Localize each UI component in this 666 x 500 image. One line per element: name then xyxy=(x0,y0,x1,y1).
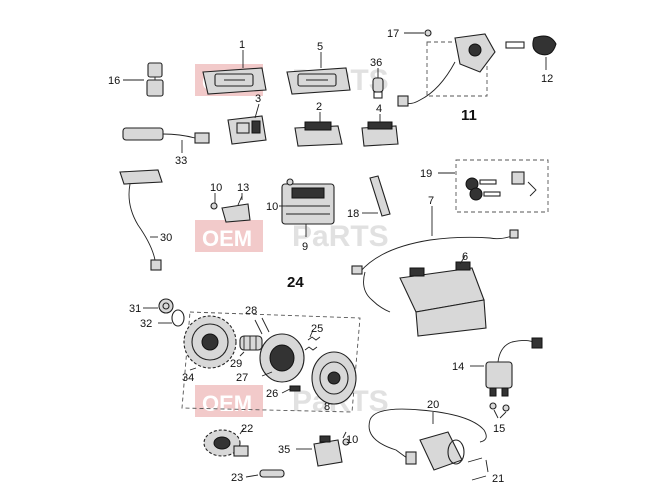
callout-8: 8 xyxy=(324,401,330,413)
callout-11: 11 xyxy=(461,107,477,124)
callout-6: 6 xyxy=(462,251,468,263)
callout-33: 33 xyxy=(175,155,187,167)
callout-20: 20 xyxy=(427,399,439,411)
callout-19: 19 xyxy=(420,168,432,180)
callout-23: 23 xyxy=(231,472,243,484)
callout-26: 26 xyxy=(266,388,278,400)
part-34-starter-gear xyxy=(183,315,237,369)
callout-29: 29 xyxy=(230,358,242,370)
part-3-switch xyxy=(227,115,267,145)
part-20-starter-motor xyxy=(368,408,487,471)
part-29-bearing xyxy=(239,335,263,351)
callout-10-b: 10 xyxy=(266,201,278,213)
callout-4: 4 xyxy=(376,103,382,115)
callout-35: 35 xyxy=(278,444,290,456)
callout-34: 34 xyxy=(182,372,194,384)
part-25-springs xyxy=(304,336,321,351)
part-5-switch-housing xyxy=(286,67,351,95)
part-31-nut xyxy=(158,298,174,314)
callout-30: 30 xyxy=(160,232,172,244)
watermark-middle: OEM PaRTS xyxy=(195,220,389,253)
part-1-switch-housing xyxy=(202,67,267,95)
callout-3: 3 xyxy=(255,93,261,105)
part-9-regulator xyxy=(281,183,335,225)
keys-kit-box xyxy=(455,159,549,213)
svg-text:OEM: OEM xyxy=(202,391,252,416)
callout-16: 16 xyxy=(108,75,120,87)
part-36-bulb xyxy=(372,77,384,99)
part-key xyxy=(505,41,525,49)
watermark-bottom: OEM PaRTS xyxy=(195,385,389,418)
part-11-ignition-switch xyxy=(397,33,496,107)
part-30-sensor xyxy=(119,169,163,271)
part-12-cap xyxy=(532,35,557,56)
part-16-fuse-holder xyxy=(146,62,164,97)
svg-text:OEM: OEM xyxy=(202,226,252,251)
callout-17: 17 xyxy=(387,28,399,40)
callout-32: 32 xyxy=(140,318,152,330)
callout-31: 31 xyxy=(129,303,141,315)
callout-13: 13 xyxy=(237,182,249,194)
part-4-switch xyxy=(361,121,399,147)
callout-12: 12 xyxy=(541,73,553,85)
part-6-battery xyxy=(399,261,487,337)
part-32-washer xyxy=(171,309,185,327)
part-27-clutch-outer xyxy=(259,333,305,383)
callout-15: 15 xyxy=(493,423,505,435)
part-13-bracket xyxy=(221,195,251,223)
callout-18: 18 xyxy=(347,208,359,220)
part-22-gear xyxy=(203,429,249,457)
part-21-bolts xyxy=(467,457,487,481)
part-33-resistor xyxy=(122,127,210,144)
part-2-switch xyxy=(294,121,343,147)
part-10-bolt xyxy=(210,202,218,210)
part-10-screw-lower xyxy=(342,438,350,446)
callout-10-c: 10 xyxy=(346,434,358,446)
starter-clutch-box xyxy=(181,311,361,413)
part-8-flywheel xyxy=(311,351,357,405)
part-26-roller xyxy=(289,385,301,392)
callout-1: 1 xyxy=(239,39,245,51)
callout-10-a: 10 xyxy=(210,182,222,194)
callout-21: 21 xyxy=(492,473,504,485)
part-14-starter-relay xyxy=(485,337,543,397)
callout-25: 25 xyxy=(311,323,323,335)
callout-28: 28 xyxy=(245,305,257,317)
callout-22: 22 xyxy=(241,423,253,435)
callout-24: 24 xyxy=(287,274,304,291)
part-35-relay xyxy=(313,435,343,467)
part-15-nuts xyxy=(489,402,510,412)
part-18-strap xyxy=(369,175,391,217)
callout-5: 5 xyxy=(317,41,323,53)
callout-27: 27 xyxy=(236,372,248,384)
part-10-screw xyxy=(286,178,294,186)
part-7-wire xyxy=(351,229,519,313)
callout-36: 36 xyxy=(370,57,382,69)
callout-14: 14 xyxy=(452,361,464,373)
part-19-keys xyxy=(465,171,537,201)
callout-2: 2 xyxy=(316,101,322,113)
callout-9: 9 xyxy=(302,241,308,253)
part-28-bolts xyxy=(254,317,270,335)
part-23-shaft xyxy=(259,469,285,478)
callout-7: 7 xyxy=(428,195,434,207)
svg-text:PaRTS: PaRTS xyxy=(292,220,389,253)
